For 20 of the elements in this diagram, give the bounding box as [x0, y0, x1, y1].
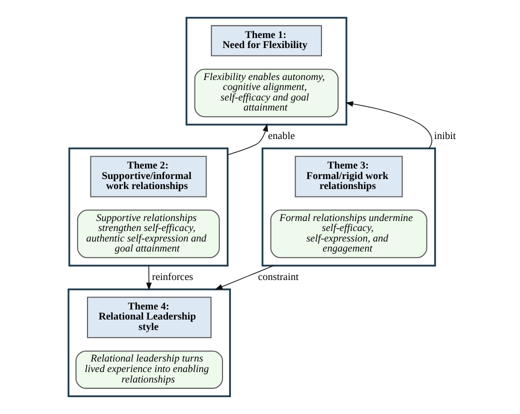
- node-box: Supportive relationships strengthen self-efficacy, authentic self-expression and goal attainment: [76, 210, 220, 258]
- cluster: [67, 288, 230, 398]
- edge-label: inibit: [434, 131, 456, 142]
- cluster: [68, 148, 228, 266]
- node-box: Theme 2: Supportive/informal work relationships: [90, 156, 206, 198]
- edge-label: enable: [268, 131, 294, 142]
- arrow: [226, 124, 268, 156]
- node-box: Theme 4: Relational Leadership style: [86, 296, 212, 338]
- edge-label: constraint: [258, 272, 298, 284]
- node-box: Relational leadership turns lived experience into enabling relationships: [75, 350, 222, 389]
- node-box: Theme 1: Need for Flexibility: [210, 25, 322, 56]
- arrow: [214, 265, 274, 290]
- cluster: [185, 16, 347, 126]
- edge-label: reinforces: [152, 272, 193, 284]
- arrow: [344, 101, 432, 149]
- node-box: Theme 3: Formal/rigid work relationships: [294, 156, 402, 198]
- cluster: [261, 148, 436, 266]
- arrow: [146, 265, 152, 291]
- node-box: Flexibility enables autonomy, cognitive alignment, self-efficacy and goal attainment: [194, 68, 338, 118]
- node-box: Formal relationships undermine self-efficacy, self-expression, and engagement: [270, 210, 427, 258]
